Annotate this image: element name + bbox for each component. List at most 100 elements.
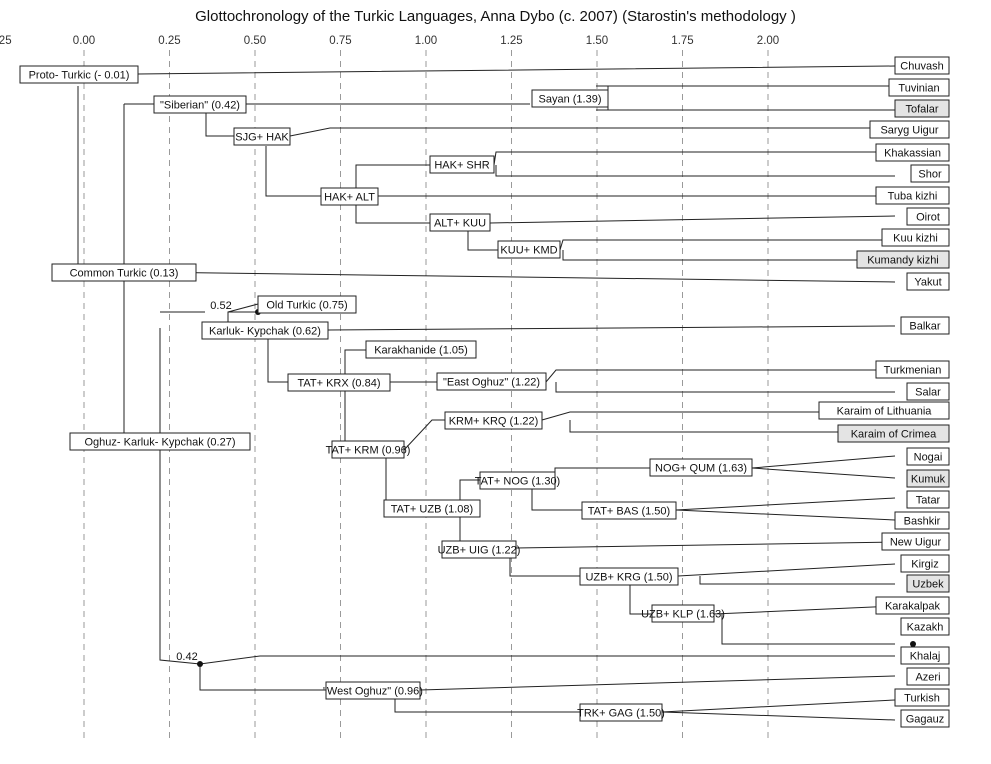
language-box <box>875 186 950 205</box>
tree-edge <box>721 614 895 645</box>
node-label-text: HAK+ ALT <box>324 192 375 204</box>
tree-edge <box>677 563 896 577</box>
node-label: 0.52 <box>210 300 231 312</box>
tree-edge <box>327 325 896 331</box>
tree-edge <box>265 146 321 197</box>
language-box <box>875 596 950 615</box>
node-label-text: ALT+ KUU <box>434 218 486 230</box>
language-name: Shor <box>918 169 942 181</box>
tree-edge <box>489 215 896 224</box>
language-leaf: Oirot <box>906 207 950 226</box>
tree-edge <box>713 605 896 615</box>
language-leaf: Tuba kizhi <box>875 186 950 205</box>
language-box <box>900 617 950 636</box>
tree-edge <box>332 382 346 451</box>
tree-edge <box>344 349 366 382</box>
language-box <box>875 143 950 162</box>
language-box <box>894 511 950 530</box>
node-box <box>651 604 715 623</box>
page-title: Glottochronology of the Turkic Languages… <box>195 8 796 25</box>
node-box <box>579 703 663 722</box>
node-label-text: TAT+ BAS (1.50) <box>588 506 670 518</box>
node-box <box>331 440 405 459</box>
branch-point-dot <box>197 661 203 667</box>
node-label: TAT+ BAS (1.50) <box>581 501 677 520</box>
language-leaf: Bashkir <box>894 511 950 530</box>
tree-edge <box>419 675 896 691</box>
axis-tick-labels: -0.250.000.250.500.751.001.251.501.752.0… <box>0 35 779 47</box>
node-label-text: UZB+ KRG (1.50) <box>585 572 672 584</box>
language-box <box>910 164 950 183</box>
tree-edge <box>355 164 432 196</box>
language-name: Saryg Uigur <box>880 125 938 137</box>
language-name: Khalaj <box>910 651 941 663</box>
tree-edge <box>661 711 896 721</box>
tree-edge <box>493 151 895 166</box>
language-leaf: Tofalar <box>894 99 950 118</box>
language-box <box>837 424 950 443</box>
language-leaf: Uzbek <box>906 574 950 593</box>
tree-edge <box>267 336 288 383</box>
language-box <box>906 207 950 226</box>
language-leaf: New Uigur <box>881 532 950 551</box>
language-leaf: Turkmenian <box>875 360 950 379</box>
language-leaf: Yakut <box>906 272 950 291</box>
node-label-text: KRM+ KRQ (1.22) <box>449 416 539 428</box>
node-label-text: KUU+ KMD <box>500 245 557 257</box>
node-label-text: UZB+ UIG (1.22) <box>438 545 521 557</box>
tree-edge <box>205 112 236 137</box>
node-label-text: Old Turkic (0.75) <box>266 300 347 312</box>
node-box <box>441 540 517 559</box>
node-label-text: Proto- Turkic (- 0.01) <box>29 70 130 82</box>
tree-edge <box>199 655 895 665</box>
node-label: "West Oghuz" (0.96) <box>323 681 423 700</box>
tree-edge <box>629 582 652 615</box>
language-leaf: Nogai <box>906 447 950 466</box>
language-leaf: Kumuk <box>906 469 950 488</box>
node-label: UZB+ UIG (1.22) <box>438 540 521 559</box>
node-box <box>444 411 543 430</box>
language-name: Kuu kizhi <box>893 233 938 245</box>
node-label-text: 0.42 <box>176 651 197 663</box>
language-box <box>906 490 950 509</box>
node-box <box>153 95 247 114</box>
language-leaf: Karaim of Crimea <box>837 424 950 443</box>
node-label: 0.42 <box>176 651 197 663</box>
node-box <box>365 340 477 359</box>
node-label-text: Karluk- Kypchak (0.62) <box>209 326 321 338</box>
language-box <box>900 554 950 573</box>
node-label: Karluk- Kypchak (0.62) <box>201 321 329 340</box>
node-label: TAT+ NOG (1.30) <box>475 471 560 490</box>
language-box <box>906 469 950 488</box>
language-leaf: Saryg Uigur <box>869 120 950 139</box>
node-label: NOG+ QUM (1.63) <box>649 458 753 477</box>
node-label: HAK+ ALT <box>320 187 379 206</box>
tree-edge <box>562 250 895 261</box>
node-label-text: TAT+ NOG (1.30) <box>475 476 560 488</box>
node-label-text: 0.52 <box>210 300 231 312</box>
tree-edge <box>78 65 896 75</box>
node-label-text: HAK+ SHR <box>434 160 489 172</box>
node-label: Karakhanide (1.05) <box>365 340 477 359</box>
node-label-text: TAT+ UZB (1.08) <box>391 504 473 516</box>
tree-edge <box>531 484 582 511</box>
node-label-text: Sayan (1.39) <box>539 94 602 106</box>
tree-edge <box>751 467 896 479</box>
node-label: KRM+ KRQ (1.22) <box>444 411 543 430</box>
language-name: Uzbek <box>912 579 944 591</box>
language-leaf: Khakassian <box>875 143 950 162</box>
language-box <box>881 532 950 551</box>
language-leaf: Gagauz <box>900 709 950 728</box>
language-leaf: Turkish <box>894 688 950 707</box>
node-label: UZB+ KRG (1.50) <box>579 567 679 586</box>
branch-dots <box>197 309 916 667</box>
node-label-text: NOG+ QUM (1.63) <box>655 463 747 475</box>
language-leaf: Chuvash <box>894 56 950 75</box>
tree-edge <box>559 239 895 251</box>
branch-point-dot <box>910 641 916 647</box>
tree-edge <box>554 467 650 480</box>
node-box <box>257 295 357 314</box>
language-name: Karaim of Crimea <box>851 429 937 441</box>
tree-edge <box>384 450 387 509</box>
language-box <box>875 360 950 379</box>
